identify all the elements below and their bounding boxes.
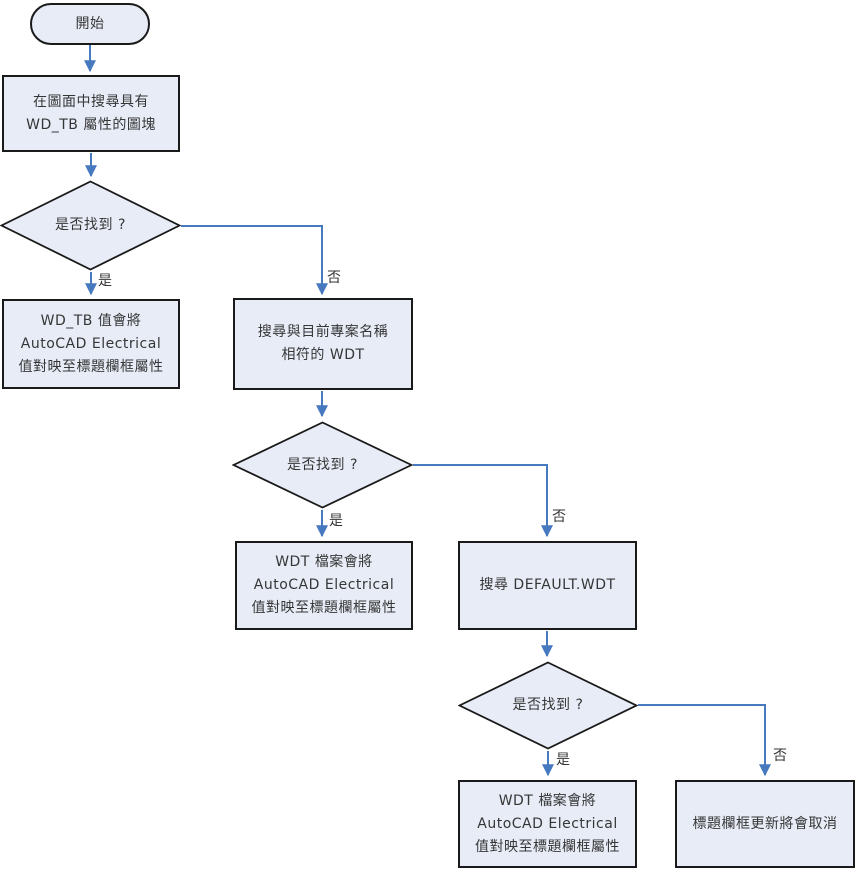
decision-found-3: 是否找到 ? (458, 661, 638, 750)
node-text: 開始 (75, 15, 105, 32)
process-wd-tb-maps-values: WD_TB 值會將 AutoCAD Electrical 值對映至標題欄框屬性 (2, 299, 180, 389)
process-search-project-wdt: 搜尋與目前專案名稱 相符的 WDT (233, 298, 413, 390)
node-text-line: 值對映至標題欄框屬性 (18, 358, 164, 375)
process-search-default-wdt: 搜尋 DEFAULT.WDT (458, 541, 637, 630)
edge-label-yes-1: 是 (98, 273, 112, 289)
node-text: 是否找到 ? (512, 697, 584, 713)
node-text-line: WDT 檔案會將 (498, 792, 597, 809)
process-title-block-update-cancelled: 標題欄框更新將會取消 (675, 780, 855, 868)
edge-label-no-3: 否 (773, 748, 787, 764)
node-text-line: 相符的 WDT (281, 347, 365, 363)
node-text: 是否找到 ? (55, 217, 126, 233)
decision-found-2: 是否找到 ? (232, 421, 413, 509)
edge-label-yes-3: 是 (556, 752, 570, 768)
edge-label-yes-2: 是 (329, 513, 343, 529)
edge-decision2-no (413, 464, 553, 538)
node-text-line: WD_TB 值會將 (40, 312, 142, 329)
diamond-shape (0, 180, 181, 271)
node-text-line: 搜尋與目前專案名稱 (257, 324, 389, 340)
node-text-line: AutoCAD Electrical (20, 335, 162, 352)
node-text-line: 搜尋 DEFAULT.WDT (479, 577, 616, 593)
diamond-shape (458, 661, 638, 750)
edge-decision3-no (638, 704, 771, 777)
edge-decision1-no (181, 225, 328, 296)
edge-label-no-2: 否 (552, 509, 566, 525)
start-terminator: 開始 (30, 3, 150, 45)
node-text-line: AutoCAD Electrical (477, 815, 618, 832)
node-text-line: 在圖面中搜尋具有 (33, 93, 149, 110)
node-text-line: 值對映至標題欄框屬性 (475, 838, 620, 855)
decision-found-1: 是否找到 ? (0, 180, 181, 271)
node-text-line: WD_TB 屬性的圖塊 (26, 116, 156, 133)
node-text-line: WDT 檔案會將 (275, 554, 373, 570)
node-text-line: 值對映至標題欄框屬性 (251, 600, 397, 616)
process-wdt-file-maps-values-1: WDT 檔案會將 AutoCAD Electrical 值對映至標題欄框屬性 (235, 541, 413, 630)
diamond-shape (232, 421, 413, 509)
process-wdt-file-maps-values-2: WDT 檔案會將 AutoCAD Electrical 值對映至標題欄框屬性 (458, 780, 637, 868)
node-text-line: 標題欄框更新將會取消 (692, 815, 838, 832)
node-text-line: AutoCAD Electrical (253, 577, 395, 593)
edge-label-no-1: 否 (327, 270, 341, 286)
node-text: 是否找到 ? (287, 456, 358, 473)
process-search-wd-tb-blocks: 在圖面中搜尋具有 WD_TB 屬性的圖塊 (2, 75, 180, 152)
